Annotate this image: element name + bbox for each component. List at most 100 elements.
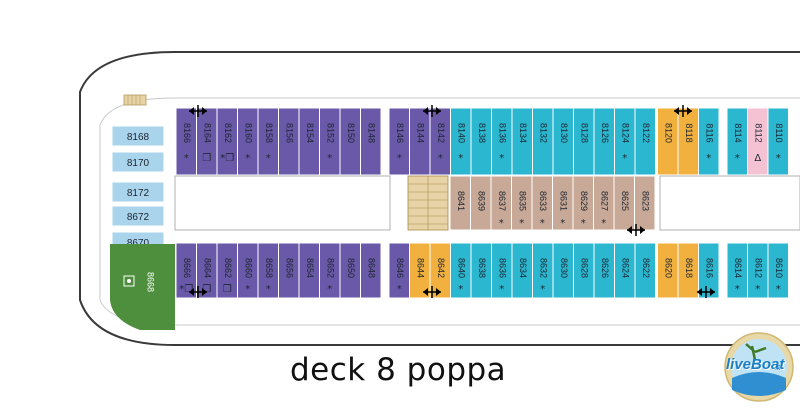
- side-cabin-8170[interactable]: 8170: [111, 151, 165, 173]
- side-cabin-8172[interactable]: 8172: [111, 181, 165, 203]
- liveboat-logo: liveBoat .it: [722, 330, 796, 404]
- cabin-8641[interactable]: 8641: [449, 175, 471, 231]
- cabin-8629[interactable]: 8629*: [572, 175, 594, 231]
- cabin-mark: Δ: [754, 153, 761, 164]
- cabin-8666[interactable]: 8666*❐: [175, 242, 197, 299]
- cabin-8625[interactable]: 8625: [613, 175, 635, 231]
- stern-cabin-8668[interactable]: 8668: [110, 244, 175, 330]
- cabin-8120[interactable]: 8120: [657, 107, 679, 176]
- cabin-8138[interactable]: 8138: [470, 107, 492, 176]
- cabin-8166[interactable]: 8166*: [175, 107, 197, 176]
- cabin-8664[interactable]: 8664❐: [196, 242, 218, 299]
- cabin-8614[interactable]: 8614*: [726, 242, 748, 299]
- cabin-mark: ❐: [202, 153, 211, 164]
- cabin-8620[interactable]: 8620: [657, 242, 679, 299]
- cabin-8142[interactable]: 8142*: [429, 107, 451, 176]
- cabin-8635[interactable]: 8635*: [511, 175, 533, 231]
- cabin-mark: *: [499, 153, 504, 164]
- cabin-8656[interactable]: 8656: [278, 242, 300, 299]
- cabin-8610[interactable]: 8610*: [767, 242, 789, 299]
- cabin-mark: *: [540, 218, 545, 229]
- cabin-8637[interactable]: 8637*: [490, 175, 512, 231]
- cabin-number: 8656: [284, 258, 294, 278]
- cabin-fill: [111, 125, 165, 147]
- cabin-mark: *: [438, 153, 443, 164]
- cabin-number: 8132: [538, 123, 548, 143]
- corridor-arrow-icon: [697, 286, 715, 298]
- cabin-8140[interactable]: 8140*: [450, 107, 472, 176]
- cabin-8660[interactable]: 8660*: [237, 242, 259, 299]
- cabin-8132[interactable]: 8132: [532, 107, 554, 176]
- cabin-8642[interactable]: 8642: [429, 242, 451, 299]
- cabin-8160[interactable]: 8160*: [237, 107, 259, 176]
- cabin-8128[interactable]: 8128: [573, 107, 595, 176]
- cabin-8640[interactable]: 8640*: [450, 242, 472, 299]
- cabin-fill: [698, 107, 720, 176]
- cabin-8124[interactable]: 8124*: [614, 107, 636, 176]
- cabin-mark: *: [458, 284, 463, 295]
- cabin-8624[interactable]: 8624: [614, 242, 636, 299]
- cabin-8150[interactable]: 8150: [339, 107, 361, 176]
- cabin-number: 8128: [579, 123, 589, 143]
- cabin-8154[interactable]: 8154: [298, 107, 320, 176]
- cabin-8630[interactable]: 8630: [552, 242, 574, 299]
- cabin-8156[interactable]: 8156: [278, 107, 300, 176]
- cabin-8634[interactable]: 8634: [511, 242, 533, 299]
- cabin-number: 8148: [366, 123, 376, 143]
- cabin-8146[interactable]: 8146*: [388, 107, 410, 176]
- cabin-8618[interactable]: 8618: [677, 242, 699, 299]
- cabin-number: 8625: [620, 191, 630, 211]
- cabin-number: 8642: [436, 258, 446, 278]
- cabin-8152[interactable]: 8152*: [319, 107, 341, 176]
- cabin-8612[interactable]: 8612*: [747, 242, 769, 299]
- cabin-8130[interactable]: 8130: [552, 107, 574, 176]
- cabin-8136[interactable]: 8136*: [491, 107, 513, 176]
- cabin-8616[interactable]: 8616: [698, 242, 720, 299]
- cabin-8116[interactable]: 8116*: [698, 107, 720, 176]
- cabin-8622[interactable]: 8622: [634, 242, 656, 299]
- cabin-fill: [111, 151, 165, 173]
- cabin-8638[interactable]: 8638: [470, 242, 492, 299]
- side-cabin-8168[interactable]: 8168: [111, 125, 165, 147]
- cabin-8662[interactable]: 8662❐: [216, 242, 238, 299]
- cabin-8114[interactable]: 8114*: [726, 107, 748, 176]
- cabin-number: 8118: [684, 123, 694, 142]
- vent-block: [123, 94, 147, 106]
- cabin-8631[interactable]: 8631*: [552, 175, 574, 231]
- cabin-8164[interactable]: 8164❐: [196, 107, 218, 176]
- cabin-8644[interactable]: 8644: [409, 242, 431, 299]
- cabin-8639[interactable]: 8639: [470, 175, 492, 231]
- cabin-number: 8156: [284, 123, 294, 143]
- cabin-mark: *: [266, 284, 271, 295]
- cabin-8122[interactable]: 8122: [634, 107, 656, 176]
- cabin-8648[interactable]: 8648: [360, 242, 382, 299]
- cabin-8628[interactable]: 8628: [573, 242, 595, 299]
- cabin-8658[interactable]: 8658*: [257, 242, 279, 299]
- cabin-8623[interactable]: 8623: [634, 175, 656, 231]
- cabin-8148[interactable]: 8148: [360, 107, 382, 176]
- cabin-8646[interactable]: 8646*: [388, 242, 410, 299]
- cabin-8134[interactable]: 8134: [511, 107, 533, 176]
- cabin-8110[interactable]: 8110*: [767, 107, 789, 176]
- cabin-8626[interactable]: 8626: [593, 242, 615, 299]
- cabin-8627[interactable]: 8627*: [593, 175, 615, 231]
- cabin-8162[interactable]: 8162*❐: [216, 107, 238, 176]
- cabin-8158[interactable]: 8158*: [257, 107, 279, 176]
- cabin-8126[interactable]: 8126: [593, 107, 615, 176]
- cabin-mark: *: [397, 284, 402, 295]
- cabin-8636[interactable]: 8636*: [491, 242, 513, 299]
- cabin-number: 8114: [733, 123, 743, 142]
- cabin-8650[interactable]: 8650: [339, 242, 361, 299]
- cabin-number: 8130: [559, 123, 569, 143]
- cabin-8118[interactable]: 8118: [677, 107, 699, 176]
- cabin-8144[interactable]: 8144: [409, 107, 431, 176]
- cabin-8633[interactable]: 8633*: [531, 175, 553, 231]
- cabin-8632[interactable]: 8632*: [532, 242, 554, 299]
- cabin-8652[interactable]: 8652*: [319, 242, 341, 299]
- cabin-8654[interactable]: 8654: [298, 242, 320, 299]
- side-cabin-8672[interactable]: 8672: [111, 205, 165, 227]
- cabin-mark: *: [397, 153, 402, 164]
